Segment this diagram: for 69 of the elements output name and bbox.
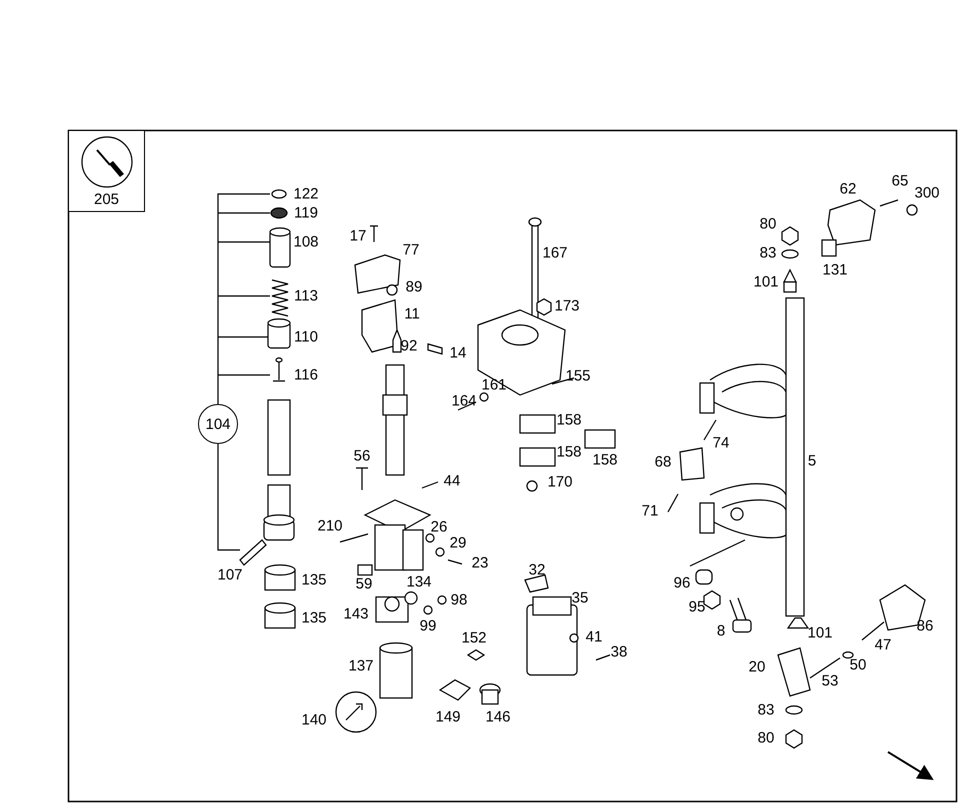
callout-number: 155 — [565, 368, 591, 384]
callout-number: 170 — [547, 474, 573, 490]
callout-number: 164 — [451, 394, 477, 408]
callout-number: 167 — [542, 246, 568, 260]
callout-number: 56 — [354, 448, 370, 464]
callout-number: 113 — [294, 288, 318, 304]
callout-number: 137 — [348, 658, 374, 674]
callout-number: 146 — [485, 710, 511, 724]
callout-number: 95 — [688, 600, 706, 614]
callout-number: 38 — [610, 644, 628, 660]
callout-number: 152 — [461, 630, 487, 646]
callout-number: 17 — [350, 228, 366, 244]
callout-number: 98 — [450, 592, 468, 608]
callout-number: 20 — [748, 660, 766, 674]
callout-number: 107 — [217, 568, 243, 582]
callout-number: 92 — [400, 338, 418, 354]
callout-number: 99 — [420, 618, 436, 634]
callout-number: 80 — [760, 216, 776, 232]
callout-number: 210 — [317, 518, 343, 534]
callout-number: 143 — [343, 606, 369, 622]
callout-number: 83 — [758, 702, 774, 718]
callout-number: 140 — [301, 712, 327, 728]
callout-number: 131 — [822, 262, 848, 278]
callout-number: 35 — [572, 590, 588, 606]
callout-number: 74 — [712, 436, 730, 450]
callout-number: 135 — [301, 572, 327, 588]
callout-number: 101 — [807, 626, 833, 640]
callout-number: 83 — [760, 246, 776, 260]
callout-number: 110 — [294, 330, 318, 344]
callout-number: 44 — [444, 474, 460, 488]
callout-number: 62 — [840, 182, 856, 196]
callout-number: 50 — [850, 658, 866, 672]
callout-number: 41 — [586, 630, 602, 644]
callout-number: 122 — [293, 186, 319, 202]
callout-number: 59 — [356, 576, 372, 592]
callout-number: 65 — [892, 174, 908, 188]
callout-number: 23 — [472, 556, 488, 570]
callout-number: 135 — [301, 610, 327, 626]
tool-panel — [68, 130, 145, 212]
callout-number: 205 — [92, 192, 120, 207]
callout-number: 77 — [402, 242, 420, 258]
callout-number: 14 — [450, 346, 466, 360]
callout-number: 11 — [404, 306, 420, 322]
callout-number: 32 — [528, 562, 546, 578]
callout-number: 5 — [808, 454, 816, 468]
callout-number: 101 — [753, 274, 779, 290]
callout-number: 108 — [293, 234, 319, 250]
callout-number: 158 — [592, 452, 618, 468]
callout-number: 96 — [674, 576, 690, 590]
callout-number: 89 — [406, 280, 422, 294]
callout-circle: 104 — [198, 404, 238, 444]
callout-number: 158 — [556, 412, 582, 428]
callout-number: 80 — [758, 730, 774, 746]
callout-number: 71 — [642, 504, 658, 518]
callout-number: 134 — [406, 574, 432, 590]
callout-number: 29 — [450, 536, 466, 550]
callout-number: 149 — [435, 710, 461, 724]
callout-number: 47 — [874, 638, 892, 652]
callout-number: 53 — [822, 674, 838, 688]
callout-number: 68 — [654, 454, 672, 470]
callout-number: 116 — [294, 368, 318, 382]
callout-number: 86 — [916, 618, 934, 634]
callout-number: 161 — [481, 378, 507, 392]
callout-number: 119 — [294, 206, 318, 220]
callout-number: 8 — [716, 624, 726, 638]
callout-number: 300 — [914, 186, 940, 200]
callout-number: 173 — [554, 298, 580, 314]
callout-number: 158 — [556, 444, 582, 460]
callout-number: 26 — [430, 520, 448, 534]
